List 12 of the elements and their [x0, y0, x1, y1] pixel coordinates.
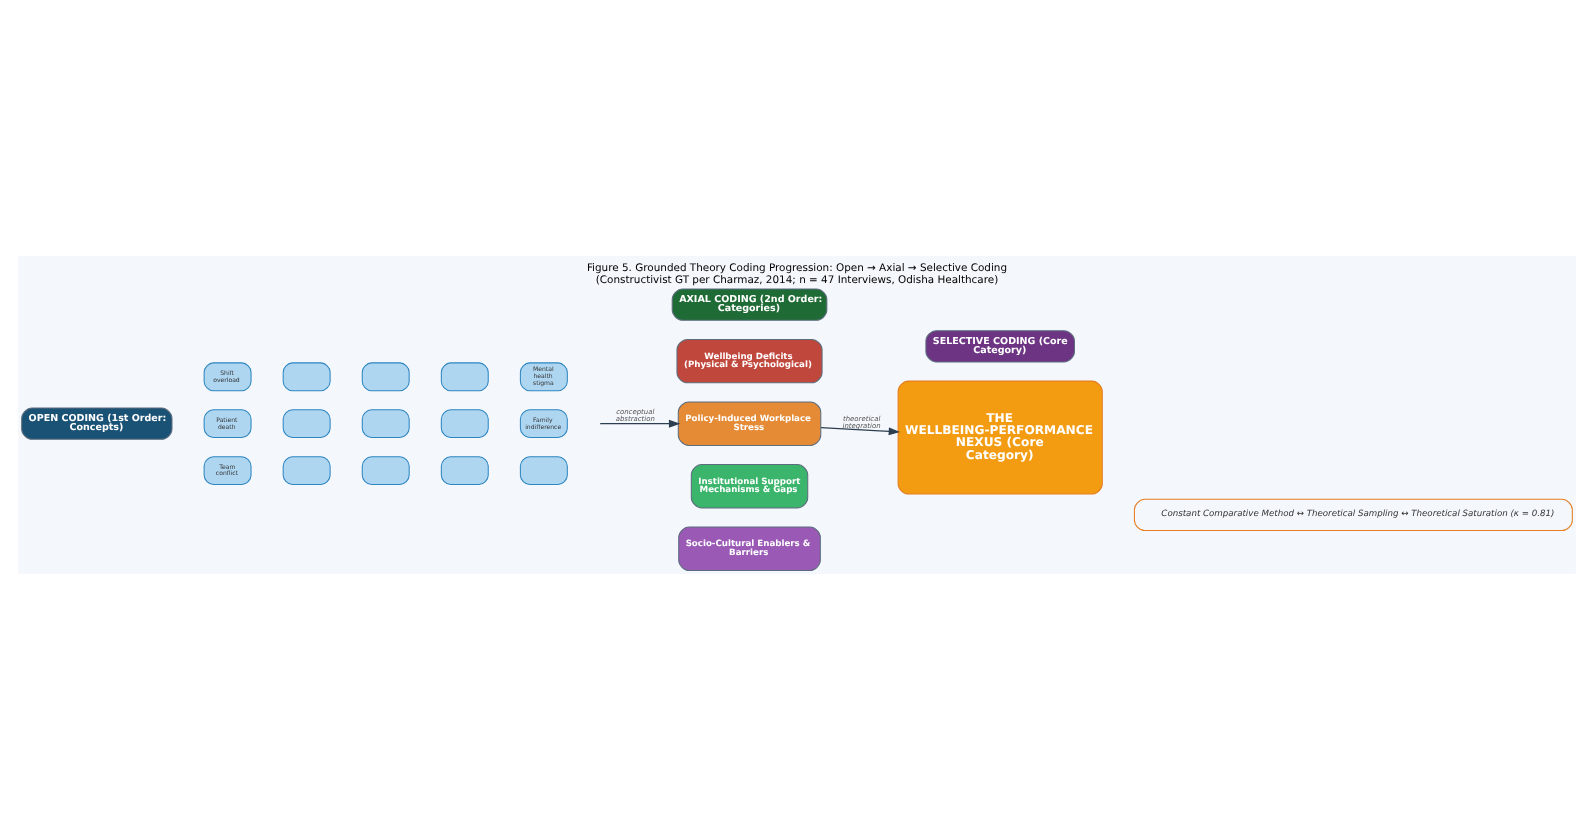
node-box	[440, 362, 489, 392]
node-box	[361, 362, 410, 392]
node-box	[361, 456, 410, 486]
node-box	[519, 456, 568, 486]
node-box	[361, 409, 410, 439]
node-box	[440, 409, 489, 439]
node-box	[282, 456, 331, 486]
arrow	[820, 427, 900, 436]
node-box	[282, 362, 331, 392]
node-box	[282, 409, 331, 439]
node-box	[440, 456, 489, 486]
arrow	[599, 419, 681, 428]
